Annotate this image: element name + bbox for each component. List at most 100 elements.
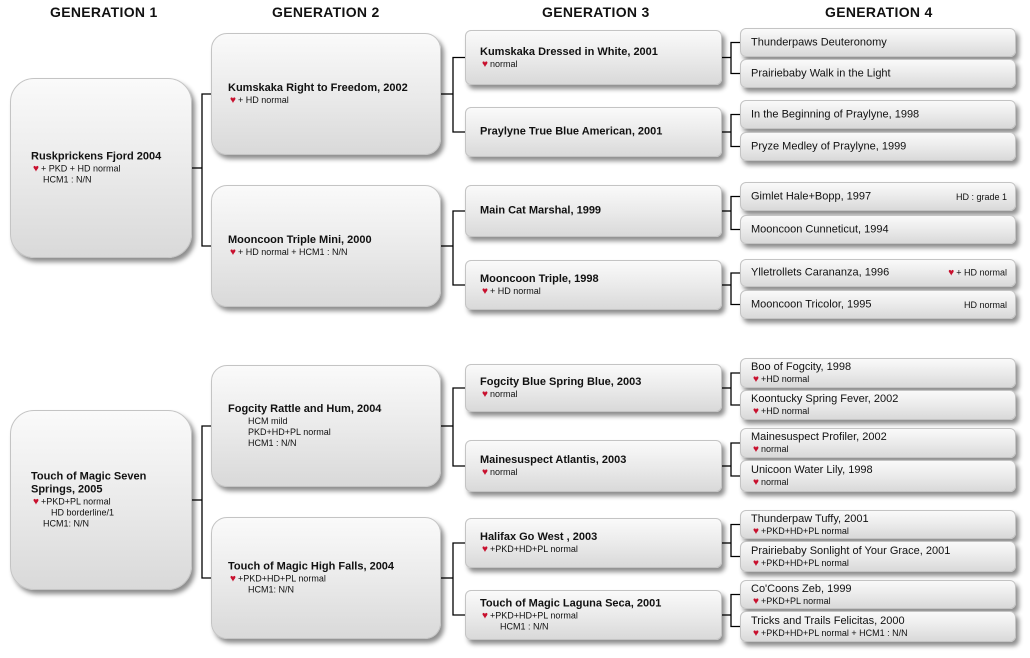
- generation-3-header: GENERATION 3: [542, 4, 650, 20]
- cat-name: Mooncoon Triple Mini, 2000: [228, 234, 372, 246]
- health-test-line: ♥+PKD+HD+PL normal: [480, 611, 717, 622]
- gen4-cat-content: Co'Coons Zeb, 1999♥+PKD+PL normal: [741, 583, 1015, 607]
- health-note-text: HD : grade 1: [955, 191, 1007, 202]
- cat-name: Mooncoon Triple, 1998: [480, 273, 599, 285]
- health-test-line: ♥normal: [751, 477, 1011, 488]
- cat-name: Praylyne True Blue American, 2001: [480, 125, 663, 138]
- connector-line: [452, 542, 465, 616]
- cat-name: Kumskaka Right to Freedom, 2002: [228, 82, 408, 94]
- health-test-line: ♥+PKD+PL normal: [31, 497, 187, 508]
- health-test-line: HCM1: N/N: [228, 585, 436, 596]
- health-test-line: ♥+PKD+HD+PL normal: [751, 526, 1011, 537]
- cat-name: Mooncoon Cunneticut, 1994: [751, 223, 889, 235]
- gen3-cat-content: Mainesuspect Atlantis, 2003♥normal: [466, 454, 721, 478]
- connector-line: [730, 195, 740, 231]
- gen4-cat-box: Thunderpaw Tuffy, 2001♥+PKD+HD+PL normal: [740, 510, 1016, 539]
- cat-name: Mainesuspect Atlantis, 2003: [480, 454, 627, 466]
- health-test-line: ♥+PKD+HD+PL normal: [751, 558, 1011, 569]
- health-test-text: +PKD+HD+PL normal: [760, 525, 849, 536]
- heart-icon: ♥: [482, 544, 488, 555]
- heart-icon: ♥: [230, 573, 236, 585]
- gen4-cat-content: Prairiebaby Sonlight of Your Grace, 2001…: [741, 545, 1015, 569]
- health-test-line: HCM mild: [228, 416, 436, 427]
- heart-icon: ♥: [482, 467, 488, 478]
- health-test-line: HCM1 : N/N: [228, 438, 436, 449]
- health-note: HD : grade 1: [956, 192, 1007, 202]
- gen3-cat-content: Kumskaka Dressed in White, 2001♥normal: [466, 46, 721, 70]
- heart-icon: ♥: [482, 389, 488, 400]
- health-note: HD normal: [964, 300, 1007, 310]
- connector-line: [452, 210, 465, 286]
- gen4-cat-content: Thunderpaw Tuffy, 2001♥+PKD+HD+PL normal: [741, 513, 1015, 537]
- gen3-cat-box: Mooncoon Triple, 1998♥+ HD normal: [465, 260, 722, 310]
- heart-icon: ♥: [753, 406, 759, 417]
- health-test-text: normal: [760, 477, 789, 487]
- heart-icon: ♥: [482, 286, 488, 297]
- gen3-cat-content: Touch of Magic Laguna Seca, 2001♥+PKD+HD…: [466, 598, 721, 633]
- heart-icon: ♥: [482, 58, 488, 70]
- connector-line: [730, 113, 740, 148]
- gen4-cat-content: Boo of Fogcity, 1998♥+HD normal: [741, 361, 1015, 385]
- health-test-text: HCM1 : N/N: [248, 438, 297, 448]
- gen2-cat-box: Mooncoon Triple Mini, 2000♥+ HD normal +…: [211, 185, 441, 307]
- gen3-cat-box: Touch of Magic Laguna Seca, 2001♥+PKD+HD…: [465, 590, 722, 640]
- heart-icon: ♥: [753, 627, 759, 639]
- health-test-line: ♥+ HD normal + HCM1 : N/N: [228, 247, 436, 258]
- health-test-text: + HD normal: [489, 286, 541, 296]
- heart-icon: ♥: [230, 247, 236, 258]
- connector-line: [201, 425, 211, 579]
- health-test-text: HCM1: N/N: [43, 518, 90, 529]
- health-test-line: ♥+ HD normal: [480, 286, 717, 297]
- gen2-cat-content: Touch of Magic High Falls, 2004♥+PKD+HD+…: [212, 561, 440, 596]
- gen4-cat-content: Tricks and Trails Felicitas, 2000♥+PKD+H…: [741, 615, 1015, 639]
- health-test-line: ♥+PKD+PL normal: [751, 596, 1011, 607]
- cat-name: Ruskprickens Fjord 2004: [31, 150, 162, 163]
- health-test-line: HD borderline/1: [31, 508, 187, 519]
- cat-name: Thunderpaws Deuteronomy: [751, 36, 887, 48]
- cat-name: Co'Coons Zeb, 1999: [751, 582, 852, 595]
- gen3-cat-box: Praylyne True Blue American, 2001: [465, 107, 722, 157]
- cat-name: Fogcity Blue Spring Blue, 2003: [480, 376, 642, 388]
- gen4-cat-box: Ylletrollets Carananza, 1996♥+ HD normal: [740, 259, 1016, 287]
- gen4-cat-content: Prairiebaby Walk in the Light: [741, 67, 1015, 80]
- generation-2-header: GENERATION 2: [272, 4, 380, 20]
- health-test-text: +PKD+HD+PL normal: [489, 610, 578, 621]
- cat-name: Kumskaka Dressed in White, 2001: [480, 45, 658, 58]
- cat-name: Thunderpaw Tuffy, 2001: [751, 512, 869, 525]
- health-test-line: HCM1 : N/N: [480, 622, 717, 633]
- cat-name: Boo of Fogcity, 1998: [751, 361, 852, 373]
- health-test-line: HCM1: N/N: [31, 519, 187, 530]
- gen4-cat-box: Co'Coons Zeb, 1999♥+PKD+PL normal: [740, 580, 1016, 609]
- cat-name: Prairiebaby Sonlight of Your Grace, 2001: [751, 544, 951, 557]
- health-test-line: ♥normal: [480, 59, 717, 70]
- heart-icon: ♥: [753, 374, 759, 385]
- gen4-cat-box: Tricks and Trails Felicitas, 2000♥+PKD+H…: [740, 611, 1016, 642]
- health-test-text: + PKD + HD normal: [40, 163, 121, 174]
- connector-line: [730, 41, 740, 75]
- gen4-cat-content: Unicoon Water Lily, 1998♥normal: [741, 464, 1015, 488]
- health-test-text: HD borderline/1: [51, 507, 115, 518]
- health-test-text: + HD normal: [237, 95, 289, 105]
- health-test-text: + HD normal + HCM1 : N/N: [237, 247, 348, 257]
- health-test-line: PKD+HD+PL normal: [228, 427, 436, 438]
- gen2-cat-box: Kumskaka Right to Freedom, 2002♥+ HD nor…: [211, 33, 441, 155]
- cat-name: Unicoon Water Lily, 1998: [751, 464, 873, 476]
- health-test-text: PKD+HD+PL normal: [248, 427, 331, 437]
- gen2-cat-content: Kumskaka Right to Freedom, 2002♥+ HD nor…: [212, 82, 440, 106]
- heart-icon: ♥: [33, 496, 39, 508]
- health-test-text: +PKD+PL normal: [40, 496, 111, 507]
- health-test-line: ♥+ PKD + HD normal: [31, 164, 187, 175]
- cat-name: Mainesuspect Profiler, 2002: [751, 431, 887, 443]
- gen4-cat-box: Pryze Medley of Praylyne, 1999: [740, 132, 1016, 161]
- generation-1-header: GENERATION 1: [50, 4, 158, 20]
- health-test-text: +PKD+HD+PL normal: [237, 573, 326, 584]
- gen4-cat-box: Thunderpaws Deuteronomy: [740, 28, 1016, 57]
- cat-name: Fogcity Rattle and Hum, 2004: [228, 403, 382, 415]
- health-test-line: HCM1 : N/N: [31, 175, 187, 186]
- health-test-line: ♥+PKD+HD+PL normal: [228, 574, 436, 585]
- heart-icon: ♥: [948, 267, 955, 279]
- gen4-cat-box: Mooncoon Cunneticut, 1994: [740, 215, 1016, 244]
